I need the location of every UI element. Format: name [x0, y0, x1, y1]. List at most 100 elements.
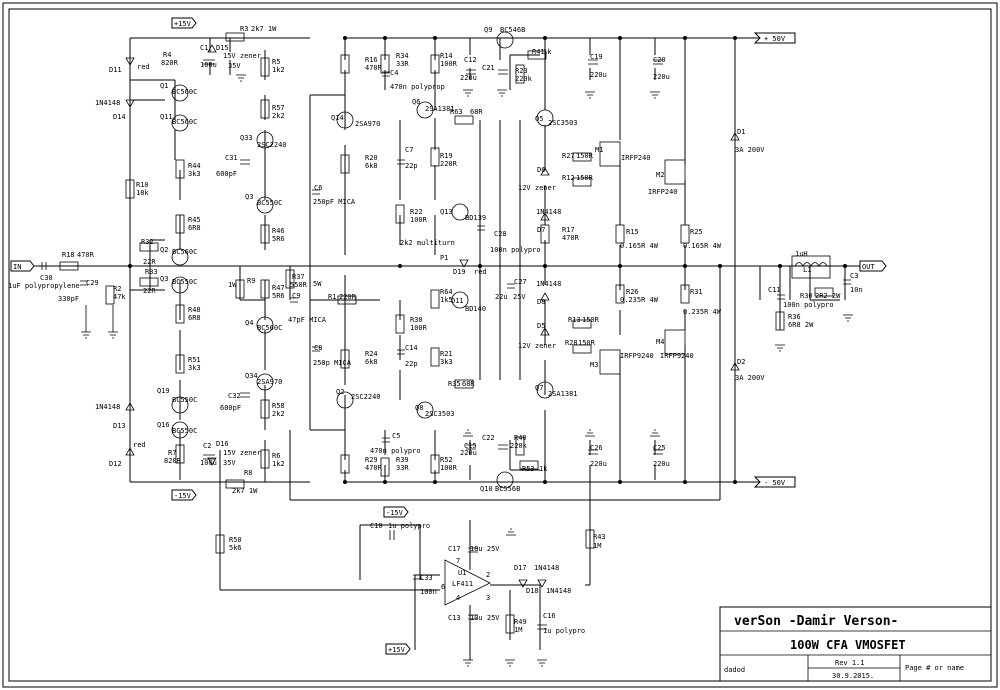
r53-value: 1k [539, 465, 548, 473]
r6-value: 1k2 [272, 460, 285, 468]
c31-label: C31 [225, 154, 238, 162]
c14-label: C14 [405, 344, 418, 352]
p1-value: 2k2 multiturn [400, 239, 455, 247]
r18-value: 470R [77, 251, 95, 259]
r1-label: R1 [328, 293, 336, 301]
c11-value: 100n polypro [783, 301, 834, 309]
d17-value: 1N4148 [534, 564, 559, 572]
drawn-by: dadod [724, 666, 745, 674]
c33-label: C33 [420, 574, 433, 582]
q9-label: Q9 [484, 26, 492, 34]
output-port: OUT [859, 260, 887, 272]
l1-value: 1uH [795, 250, 808, 258]
r39-value: 33R [396, 464, 409, 472]
d14-value: 1N4148 [95, 99, 120, 107]
d19-label: D19 [453, 268, 466, 276]
d17-label: D17 [514, 564, 527, 572]
c2-value: 100u [200, 459, 217, 467]
d15-label: D15 [216, 44, 229, 52]
c13-label: C13 [448, 614, 461, 622]
q34-label: Q34 [245, 372, 258, 380]
q3b-value: BC550C [172, 278, 197, 286]
r24-label: R24 [365, 350, 378, 358]
r36-value: 6R8 2W [788, 321, 814, 329]
r28-value: 150R [578, 339, 596, 347]
c29-value: 330pF [58, 295, 79, 303]
c32-label: C32 [228, 392, 241, 400]
r10-value: 18k [136, 189, 149, 197]
r7-label: R7 [168, 449, 176, 457]
r64-label: R64 [440, 288, 453, 296]
q2-label: Q2 [336, 388, 344, 396]
u1-label: U1 [458, 569, 466, 577]
pos-rail-port: + 50V [753, 32, 796, 44]
d19-color: red [474, 268, 487, 276]
q14-label: Q14 [331, 114, 344, 122]
c2-volt: 35V [223, 459, 236, 467]
r14-label: R14 [440, 52, 453, 60]
labels-output-stage: Q5 2SC3503 C19 220u C20 220u R27 150R M1… [518, 53, 863, 468]
q19-value: BC550C [172, 396, 197, 404]
pin7-label: 7 [456, 557, 460, 565]
diode-symbols [125, 44, 740, 588]
r63-label: R63 [450, 108, 463, 116]
r17-value: 470R [562, 234, 580, 242]
c5-value: 470n polypro [370, 447, 421, 455]
r12-label: R12 [562, 174, 575, 182]
c26-label: C26 [590, 444, 603, 452]
c21-label: C21 [482, 64, 495, 72]
c25-value: 220u [653, 460, 670, 468]
r3-value: 2k7 1W [251, 25, 277, 33]
q2b-value: BC560C [172, 248, 197, 256]
r18-label: R18 [62, 251, 75, 259]
r33-label: R33 [145, 268, 158, 276]
r8-label: R8 [244, 469, 252, 477]
c27-label: C27 [514, 278, 527, 286]
c33-value: 100n [420, 588, 437, 596]
c15-label: C15 [464, 442, 477, 450]
r51-label: R51 [188, 356, 201, 364]
q1-value: BC560C [172, 88, 197, 96]
m4-label: M4 [656, 338, 664, 346]
p1-label: P1 [440, 254, 448, 262]
c9-label: C9 [292, 292, 300, 300]
u1-value: LF411 [452, 580, 473, 588]
d7-label: D7 [537, 226, 545, 234]
r22-label: R22 [410, 208, 423, 216]
c1-label: C1 [200, 44, 208, 52]
r22-value: 100R [410, 216, 428, 224]
r40-value: 220k [510, 442, 528, 450]
r26-value: 0.235R 4W [620, 296, 659, 304]
r27-value: 150R [576, 152, 594, 160]
title-block: verSon -Damir Verson- 100W CFA VMOSFET d… [719, 606, 992, 682]
d5-value: 12V zener [518, 342, 556, 350]
m15-bot-port: -15V [171, 489, 197, 501]
c17-value: 10u 25V [470, 545, 500, 553]
r51-value: 3k3 [188, 364, 201, 372]
m1-label: M1 [595, 146, 603, 154]
p15-low-label: +15V [388, 646, 406, 654]
d6-label: D6 [537, 166, 545, 174]
d12-color: red [133, 441, 146, 449]
c28-label: C28 [494, 230, 507, 238]
q3-value: BC550C [257, 199, 282, 207]
q4-label: Q4 [245, 319, 253, 327]
r34-label: R34 [396, 52, 409, 60]
r43-value: 1M [593, 542, 601, 550]
c11-label: C11 [768, 286, 781, 294]
c3-label: C3 [850, 272, 858, 280]
d13-value: 1N4148 [95, 403, 120, 411]
c19-value: 220u [590, 71, 607, 79]
r34-value: 33R [396, 60, 409, 68]
c27-volt: 25V [513, 293, 526, 301]
m15-bot-label: -15V [174, 492, 192, 500]
q16-value: BC550C [172, 427, 197, 435]
p15-low-port: +15V [385, 643, 411, 655]
c10-label: C10 [370, 522, 383, 530]
m1-value: IRFP240 [621, 154, 651, 162]
r24-value: 6k8 [365, 358, 378, 366]
q2-value: 2SC2240 [351, 393, 381, 401]
r8-value: 2k7 1W [232, 487, 258, 495]
r49-label: R49 [514, 618, 527, 626]
c6-value: 250pF MICA [313, 198, 356, 206]
